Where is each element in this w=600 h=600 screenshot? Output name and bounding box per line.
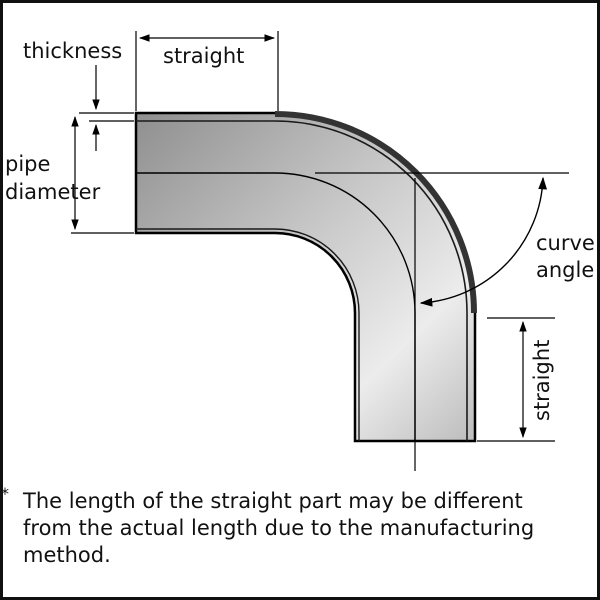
straight-right-label: straight: [530, 340, 554, 421]
pipe-diameter-dimension: pipe diameter: [5, 115, 134, 234]
thickness-label: thickness: [23, 39, 122, 63]
pipe-shape: [134, 111, 477, 443]
curve-label: curve: [536, 231, 595, 255]
diagram-svg: straight thickness pipe diameter curve a…: [5, 31, 595, 471]
angle-label: angle: [536, 258, 594, 282]
footnote-line-2: from the actual length due to the manufa…: [23, 516, 535, 540]
straight-top-dimension: straight: [135, 31, 279, 111]
pipe-body: [134, 111, 477, 443]
curve-angle-dimension: curve angle: [315, 172, 595, 471]
thickness-dimension: thickness: [23, 39, 134, 151]
pipe-centerline: [136, 172, 416, 441]
pipe-label: pipe: [5, 152, 50, 176]
footnote-asterisk: *: [1, 484, 9, 503]
straight-top-label: straight: [163, 44, 244, 68]
straight-right-dimension: straight: [477, 317, 555, 442]
diameter-label: diameter: [5, 180, 101, 204]
pipe-wall-inner: [136, 228, 360, 441]
footnote-line-3: method.: [23, 543, 111, 567]
footnote-line-1: The length of the straight part may be d…: [23, 489, 523, 513]
curve-angle-arc: [419, 176, 547, 307]
